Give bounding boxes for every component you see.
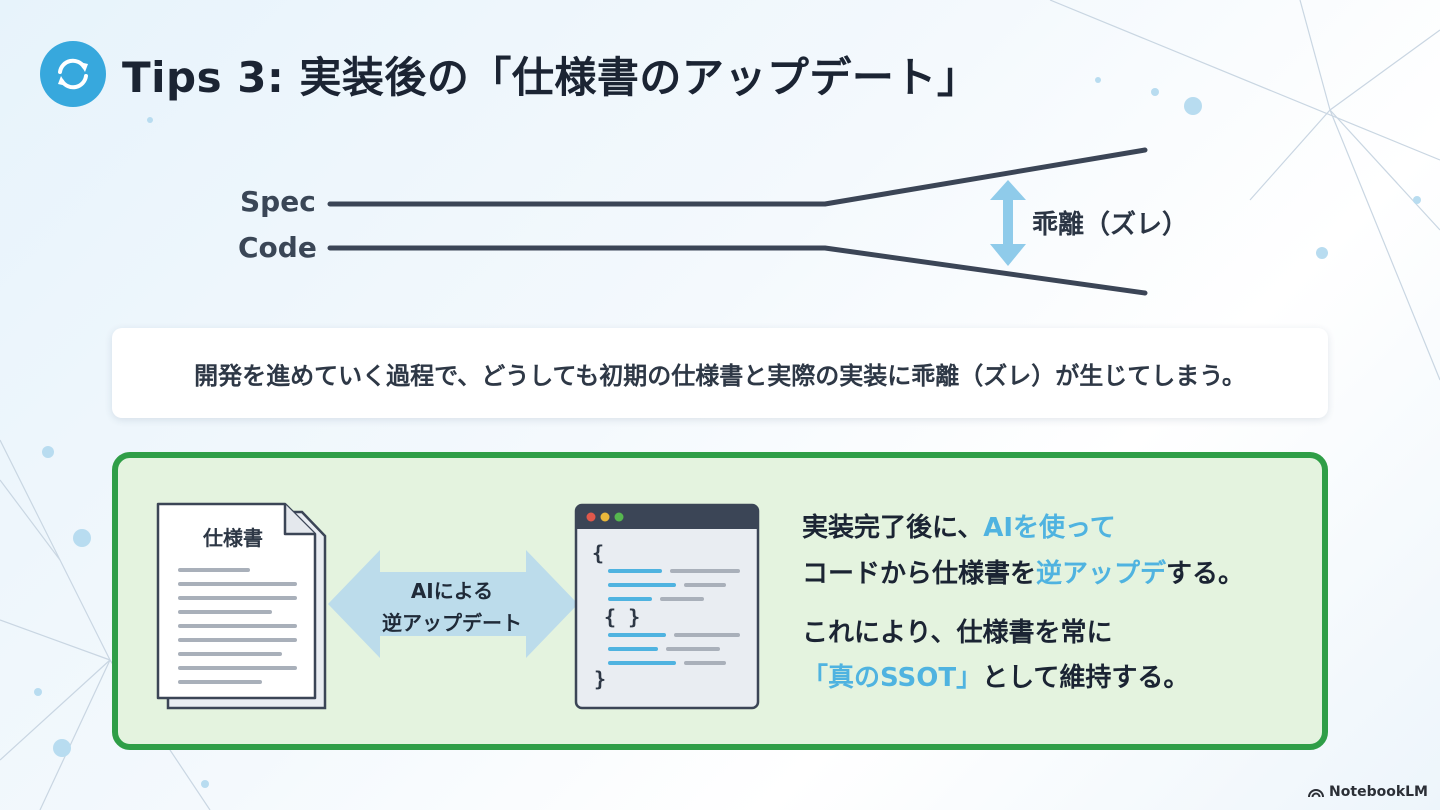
code-brace-open: {: [592, 541, 605, 565]
double-arrow-vertical-icon: [990, 180, 1026, 266]
code-window-icon: [574, 503, 760, 710]
solution-line-4: 「真のSSOT」として維持する。: [802, 663, 1190, 693]
refresh-icon: [40, 41, 106, 107]
solution-line-1: 実装完了後に、AIを使って: [802, 513, 1116, 543]
code-brace-pair: { }: [604, 605, 641, 629]
statement-text: 開発を進めていく過程で、どうしても初期の仕様書と実際の実装に乖離（ズレ）が生じて…: [194, 361, 1246, 390]
arrow-label: AIによる 逆アップデート: [382, 579, 522, 635]
document-icon: [156, 502, 327, 710]
code-label: Code: [238, 231, 317, 264]
notebooklm-logo-icon: [1308, 789, 1325, 798]
page-title: Tips 3: 実装後の「仕様書のアップデート」: [122, 52, 980, 102]
statement-card: 開発を進めていく過程で、どうしても初期の仕様書と実際の実装に乖離（ズレ）が生じて…: [112, 328, 1328, 418]
title-row: Tips 3: 実装後の「仕様書のアップデート」: [40, 38, 979, 110]
double-arrow-horizontal-icon: [328, 550, 578, 658]
code-line: [327, 245, 1148, 296]
divergence-lines: [327, 147, 1148, 296]
solution-line-3: これにより、仕様書を常に: [802, 618, 1113, 648]
spec-label: Spec: [240, 185, 316, 218]
code-brace-close: }: [594, 667, 607, 691]
spec-line: [327, 147, 1148, 207]
brand-watermark: NotebookLM: [1308, 784, 1428, 800]
solution-line-2: コードから仕様書を逆アップデする。: [802, 559, 1245, 589]
doc-label: 仕様書: [203, 526, 263, 550]
gap-label: 乖離（ズレ）: [1032, 210, 1189, 240]
